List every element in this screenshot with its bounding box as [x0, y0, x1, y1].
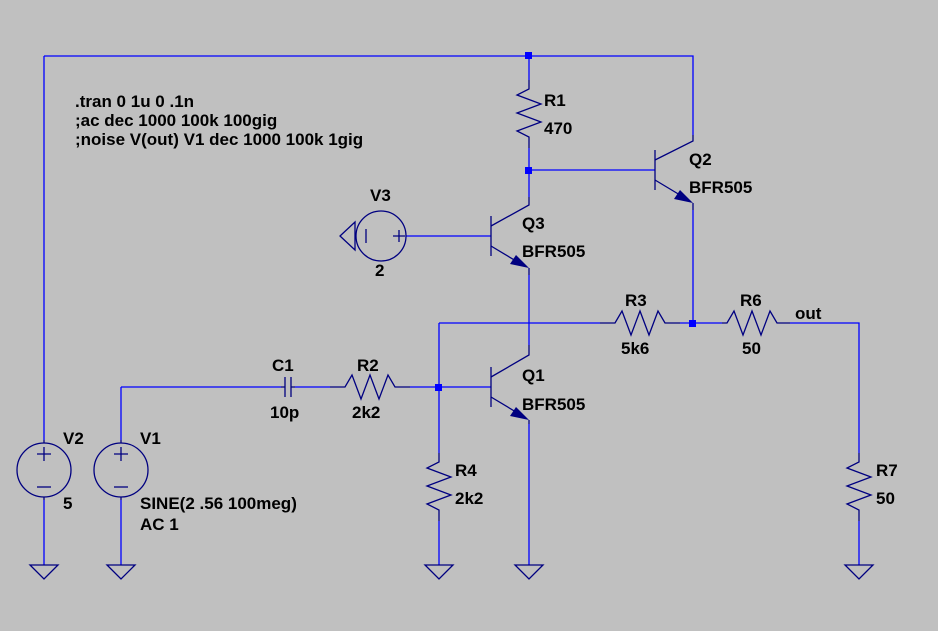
q2-value: BFR505	[689, 178, 752, 197]
ground-icon	[843, 564, 875, 580]
v2-value: 5	[63, 494, 72, 513]
resistor-r6[interactable]	[722, 309, 790, 337]
ground-icon	[339, 220, 356, 252]
junction-dots	[435, 52, 696, 391]
v3-value: 2	[375, 261, 384, 280]
resistor-r4[interactable]	[425, 453, 453, 521]
r2-value: 2k2	[352, 403, 380, 422]
directive-noise: ;noise V(out) V1 dec 1000 100k 1gig	[75, 130, 363, 149]
capacitor-c1[interactable]	[281, 377, 295, 397]
junction-dot	[435, 384, 442, 391]
q3-name: Q3	[522, 214, 545, 233]
plus-icon	[37, 447, 51, 461]
ground-icon	[423, 564, 455, 580]
resistor-r3[interactable]	[600, 309, 680, 337]
ground-icon	[28, 564, 60, 580]
directive-ac: ;ac dec 1000 100k 100gig	[75, 111, 277, 130]
directive-tran: .tran 0 1u 0 .1n	[75, 92, 194, 111]
q1-name: Q1	[522, 366, 545, 385]
r3-name: R3	[625, 291, 647, 310]
plus-icon	[393, 230, 405, 242]
v2-name: V2	[63, 429, 84, 448]
q3-value: BFR505	[522, 242, 585, 261]
r4-value: 2k2	[455, 489, 483, 508]
resistor-r1[interactable]	[515, 80, 543, 148]
component-labels: R1 470 Q2 BFR505 V3 2 Q3 BFR505 R3 5k6 R…	[63, 91, 898, 534]
r1-value: 470	[544, 119, 572, 138]
r1-name: R1	[544, 91, 566, 110]
ground-icon	[513, 564, 545, 580]
v1-value: SINE(2 .56 100meg)	[140, 494, 297, 513]
r4-name: R4	[455, 461, 477, 480]
wires	[43, 55, 860, 565]
r7-value: 50	[876, 489, 895, 508]
r3-value: 5k6	[621, 339, 649, 358]
ground-icon	[105, 564, 137, 580]
c1-value: 10p	[270, 403, 299, 422]
r2-name: R2	[357, 356, 379, 375]
junction-dot	[689, 320, 696, 327]
v3-name: V3	[370, 186, 391, 205]
ground-symbols	[28, 220, 875, 580]
q1-value: BFR505	[522, 395, 585, 414]
v1-ac-value: AC 1	[140, 515, 179, 534]
r6-name: R6	[740, 291, 762, 310]
c1-name: C1	[272, 356, 294, 375]
q2-name: Q2	[689, 150, 712, 169]
r6-value: 50	[742, 339, 761, 358]
plus-icon	[114, 447, 128, 461]
voltage-source-v2[interactable]	[16, 440, 72, 500]
spice-directives: .tran 0 1u 0 .1n ;ac dec 1000 100k 100gi…	[75, 92, 363, 149]
r7-name: R7	[876, 461, 898, 480]
resistor-r2[interactable]	[330, 373, 410, 401]
transistor-q1[interactable]	[490, 345, 530, 424]
net-label-out: out	[795, 304, 822, 323]
resistor-r7[interactable]	[845, 453, 873, 521]
transistor-q3[interactable]	[490, 197, 530, 275]
junction-dot	[525, 52, 532, 59]
junction-dot	[525, 167, 532, 174]
transistor-q2[interactable]	[654, 135, 694, 210]
voltage-source-v3[interactable]	[355, 210, 407, 262]
voltage-source-v1[interactable]	[93, 440, 149, 500]
v1-name: V1	[140, 429, 161, 448]
